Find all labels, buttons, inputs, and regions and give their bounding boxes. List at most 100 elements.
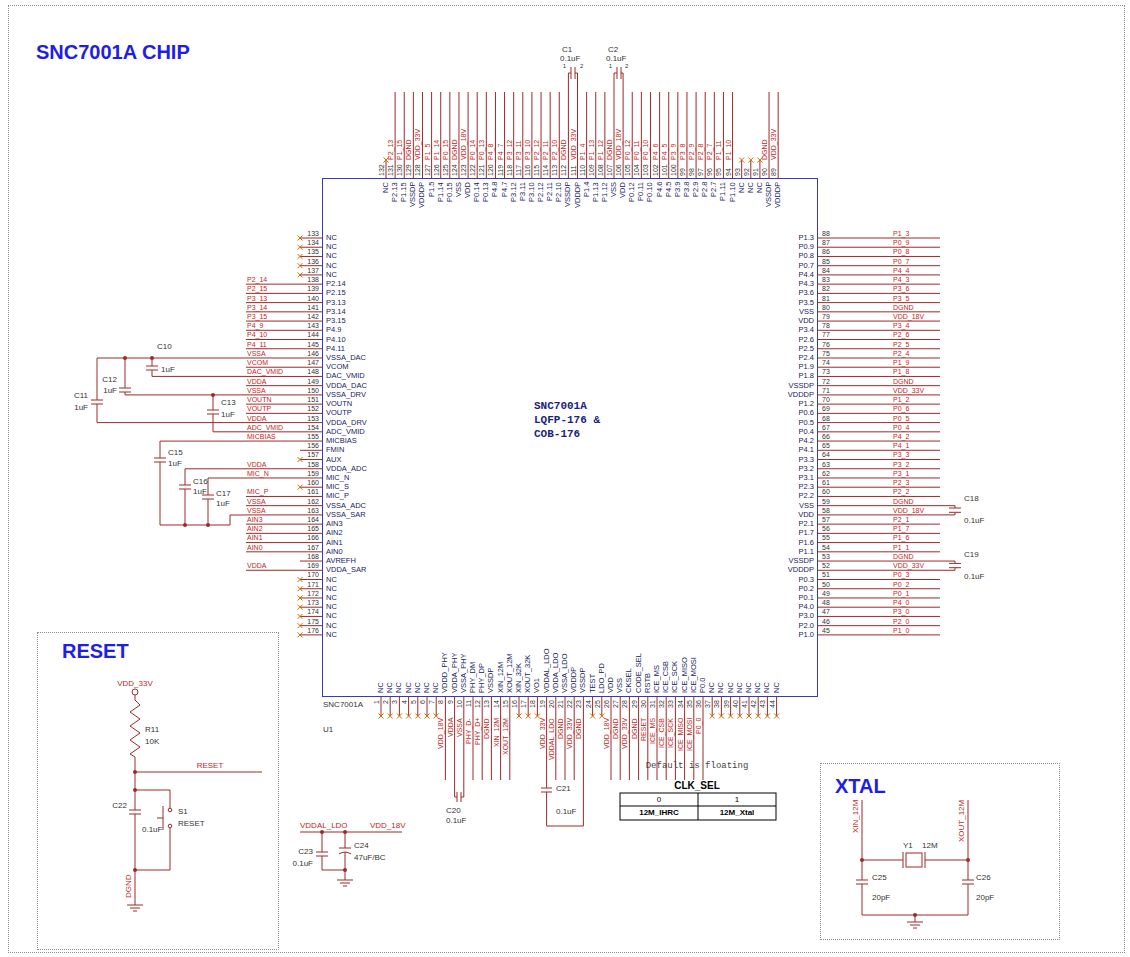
net-label: XOUT_12M xyxy=(957,800,967,842)
pin-wire xyxy=(300,385,322,386)
net-label: VCOM xyxy=(247,358,268,367)
pin-number: 146 xyxy=(307,349,319,358)
pin-wire xyxy=(486,92,487,160)
net-label: VDD_18V xyxy=(614,129,623,160)
pin-wire xyxy=(730,697,731,716)
pin-name: NC xyxy=(326,251,337,261)
no-connect-mark xyxy=(298,605,303,610)
pin-number: 45 xyxy=(822,626,830,635)
pin-name: NC xyxy=(753,682,763,693)
pin-name: NC xyxy=(326,270,337,280)
pin-number: 138 xyxy=(307,275,319,284)
component-label: 20pF xyxy=(872,893,890,903)
c1-capacitor xyxy=(568,67,577,92)
no-connect-mark xyxy=(747,714,752,719)
pin-name: P4.4 xyxy=(799,270,814,280)
pin-wire xyxy=(386,160,387,178)
pin-name: P0.6 xyxy=(799,408,814,418)
component-label: C22 xyxy=(112,801,127,811)
pin-wire xyxy=(583,697,584,716)
pin-name: LDO_PD xyxy=(597,663,607,693)
net-label: VDDA xyxy=(247,377,266,386)
net-label: XOUT_12M xyxy=(501,718,510,755)
component-label: 0.1uF xyxy=(964,572,984,582)
component-label: 1uF xyxy=(161,365,175,375)
component-label: C1 xyxy=(562,45,572,55)
pin-name: NC xyxy=(413,682,423,693)
pin-wire xyxy=(246,293,300,294)
pin-name: P4.5 xyxy=(664,182,674,197)
pin-number: 26 xyxy=(602,700,611,708)
pin-name: NC xyxy=(326,575,337,585)
net-label: P1_8 xyxy=(893,367,909,376)
pin-wire xyxy=(818,625,940,626)
pin-number: 1 xyxy=(563,62,566,70)
pin-number: 67 xyxy=(822,423,830,432)
pin-number: 108 xyxy=(596,164,605,176)
pin-wire xyxy=(513,160,514,178)
pin-wire xyxy=(246,431,300,432)
pin-number: 70 xyxy=(822,395,830,404)
pin-number: 91 xyxy=(751,168,760,176)
no-connect-mark xyxy=(298,272,303,277)
net-label: DGND xyxy=(482,718,491,739)
ic-body: SNC7001A LQFP-176 & COB-176 xyxy=(322,178,818,697)
pin-name: P1.8 xyxy=(799,371,814,381)
net-label: P2_10 xyxy=(550,140,559,160)
component-label: 0.1uF xyxy=(142,825,162,835)
pin-wire xyxy=(463,697,464,716)
pin-number: 83 xyxy=(822,275,830,284)
pin-wire xyxy=(300,348,322,349)
pin-wire xyxy=(509,697,510,716)
pin-name: P1.12 xyxy=(600,182,610,202)
net-label: VDDA xyxy=(247,561,266,570)
no-connect-mark xyxy=(526,714,531,719)
pin-number: 51 xyxy=(822,570,830,579)
reset-section: RESET xyxy=(37,632,279,950)
net-label: P0_9 xyxy=(893,238,909,247)
pin-wire xyxy=(668,92,669,160)
net-label: P1_1 xyxy=(893,543,909,552)
pin-name: VDD xyxy=(798,510,814,520)
pin-wire xyxy=(776,697,777,716)
pin-name: VCOM xyxy=(326,362,349,372)
component-label: S1 xyxy=(178,807,188,817)
no-connect-mark xyxy=(298,605,303,610)
pin-name: VDDD_PHY xyxy=(440,652,450,693)
pin-name: P0.0 xyxy=(698,678,708,693)
pin-wire xyxy=(659,160,660,178)
pin-name: VSS xyxy=(615,678,625,693)
pin-wire xyxy=(565,716,566,780)
c12-capacitor xyxy=(119,358,246,395)
pin-number: 68 xyxy=(822,414,830,423)
pin-wire xyxy=(818,348,940,349)
net-label: VDD_18V xyxy=(602,718,611,749)
junction-dot xyxy=(133,868,137,872)
pin-wire xyxy=(463,716,464,780)
net-label: ICE_MISO xyxy=(676,718,685,751)
pin-wire xyxy=(477,160,478,178)
pin-name: NC xyxy=(707,682,717,693)
net-label: P1_3 xyxy=(893,229,909,238)
pin-number: 115 xyxy=(532,165,541,176)
pin-wire xyxy=(390,697,391,716)
pin-number: 154 xyxy=(307,423,319,432)
net-label: P1_2 xyxy=(893,395,909,404)
net-label: P2_12 xyxy=(532,140,541,160)
pin-name: P4.6 xyxy=(655,182,665,197)
net-label: VDD_18V xyxy=(893,312,924,321)
pin-number: 86 xyxy=(822,247,830,256)
net-label: AIN0 xyxy=(247,543,263,552)
pin-number: 147 xyxy=(307,358,319,367)
net-label: P4_8 xyxy=(486,144,495,160)
pin-name: XOUT_32K xyxy=(523,655,533,693)
pin-number: 65 xyxy=(822,441,830,450)
pin-wire xyxy=(300,284,322,285)
pin-name: P0.4 xyxy=(799,427,814,437)
pin-wire xyxy=(500,697,501,716)
pin-name: PHY_DP xyxy=(477,663,487,693)
no-connect-mark xyxy=(298,236,303,241)
pin-name: P2.12 xyxy=(536,182,546,202)
pin-wire xyxy=(604,92,605,160)
pin-wire xyxy=(641,92,642,160)
